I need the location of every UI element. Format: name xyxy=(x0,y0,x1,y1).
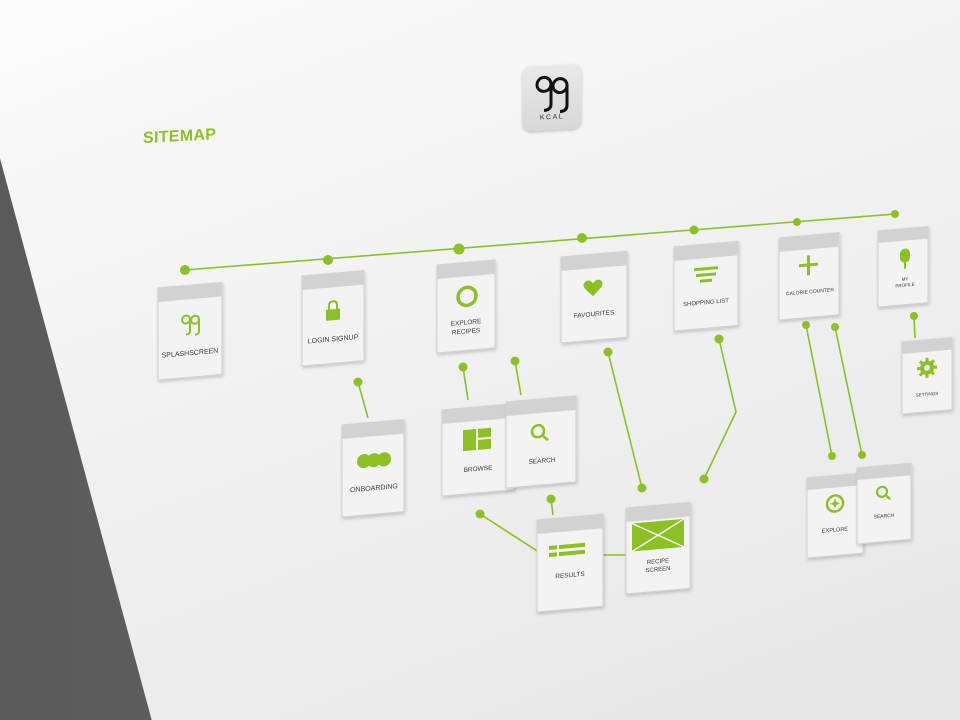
dot xyxy=(453,243,465,255)
node-favourites[interactable]: FAVOURITES xyxy=(560,250,628,344)
dot xyxy=(891,210,899,218)
logo-mark-icon xyxy=(535,75,569,114)
dot xyxy=(714,334,724,344)
search-icon xyxy=(530,423,549,442)
node-results[interactable]: RESULTS xyxy=(536,513,604,613)
connector-calorie-explore xyxy=(805,324,833,457)
gear-icon xyxy=(917,357,937,378)
app-logo: KCAL xyxy=(523,64,581,132)
node-label: SETTINGS xyxy=(916,391,938,398)
node-login-signup[interactable]: LOGIN SIGNUP xyxy=(301,270,365,367)
node-search[interactable]: SEARCH xyxy=(505,395,577,489)
node-label: SHOPPING LIST xyxy=(683,298,729,308)
dot xyxy=(323,255,333,265)
node-my-profile[interactable]: MY PROFILE xyxy=(877,226,929,308)
dot xyxy=(510,356,520,366)
connector-explore-browse xyxy=(462,366,469,401)
dot xyxy=(546,494,556,504)
dot xyxy=(828,452,836,460)
image-placeholder-icon xyxy=(631,518,685,553)
node-calorie-counter[interactable]: CALORIE COUNTER xyxy=(778,232,840,321)
node-shopping-list[interactable]: SHOPPING LIST xyxy=(673,240,739,332)
dot xyxy=(699,474,709,484)
plus-icon xyxy=(799,255,818,276)
dot xyxy=(458,362,468,372)
dots-icon xyxy=(357,452,391,469)
logo-icon xyxy=(181,314,200,336)
grid-icon xyxy=(463,427,491,452)
node-label: SPLASHSCREEN xyxy=(162,348,219,360)
node-label: SCREEN xyxy=(646,566,671,574)
node-label: LOGIN SIGNUP xyxy=(308,334,359,345)
top-connector xyxy=(184,213,896,271)
node-label: SEARCH xyxy=(528,457,555,466)
node-label: SEARCH xyxy=(874,513,895,521)
node-label: EXPLORE xyxy=(822,526,848,534)
node-browse[interactable]: BROWSE xyxy=(441,403,515,497)
node-label: RECIPES xyxy=(452,327,481,337)
connector-shopping-recipe xyxy=(703,338,737,480)
compass-icon xyxy=(825,494,845,513)
dot xyxy=(802,321,810,329)
dot xyxy=(353,377,363,387)
dot xyxy=(831,323,839,331)
dot xyxy=(577,233,587,243)
node-label: RECIPE xyxy=(647,558,669,566)
heart-icon xyxy=(583,279,603,297)
dot xyxy=(793,218,801,226)
node-label: ONBOARDING xyxy=(350,483,398,494)
results-icon xyxy=(549,542,585,557)
node-label: BROWSE xyxy=(464,465,493,475)
node-label: CALORIE COUNTER xyxy=(786,287,834,297)
connector-explore-search xyxy=(514,360,522,396)
dot xyxy=(858,451,866,459)
dot xyxy=(637,483,647,493)
dot xyxy=(180,265,190,275)
search-icon xyxy=(875,485,891,500)
list-lines-icon xyxy=(694,266,718,283)
connector-calorie-search xyxy=(834,326,863,456)
node-explore-recipes[interactable]: EXPLORE RECIPES xyxy=(436,259,496,354)
node-label: FAVOURITES xyxy=(574,309,615,320)
node-onboarding[interactable]: ONBOARDING xyxy=(341,419,405,518)
node-search-calorie[interactable]: SEARCH xyxy=(856,462,912,545)
connector-dots xyxy=(180,210,918,519)
node-explore[interactable]: EXPLORE xyxy=(806,472,864,559)
lock-icon xyxy=(326,300,340,321)
connector-favourites-recipe xyxy=(607,351,643,489)
dot xyxy=(475,509,485,519)
connector-login-onboarding xyxy=(357,381,369,419)
mic-icon xyxy=(900,248,910,269)
node-settings[interactable]: SETTINGS xyxy=(901,337,953,415)
node-splashscreen[interactable]: SPLASHSCREEN xyxy=(157,281,223,381)
dot xyxy=(910,312,918,320)
node-label: MY xyxy=(902,276,909,282)
node-label: PROFILE xyxy=(895,282,914,289)
cards: SPLASHSCREEN LOGIN SIGNUP EXPLORE RECIPE… xyxy=(157,226,953,613)
dot xyxy=(603,347,613,357)
node-label: EXPLORE xyxy=(451,318,482,328)
node-recipe-screen[interactable]: RECIPE SCREEN xyxy=(625,501,691,595)
node-label: RESULTS xyxy=(555,571,585,581)
circle-icon xyxy=(456,285,478,308)
dot xyxy=(689,225,699,235)
